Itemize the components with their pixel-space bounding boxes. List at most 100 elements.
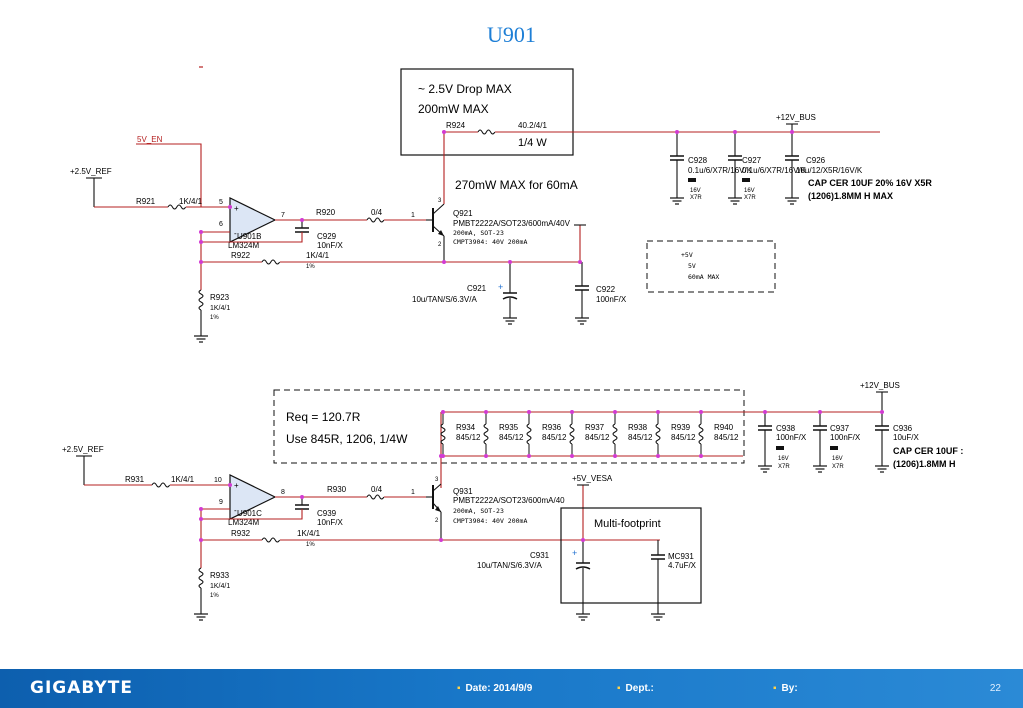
c926-label: C926 bbox=[806, 156, 826, 165]
resistor-label: R939 bbox=[671, 423, 691, 432]
schematic-diagram: ~ 2.5V Drop MAX 200mW MAX R924 40.2/4/1 … bbox=[62, 66, 963, 621]
junction-node bbox=[613, 410, 617, 414]
capacitor-c926 bbox=[784, 132, 800, 205]
note-line-2: 200mW MAX bbox=[418, 102, 489, 116]
c922-label: C922 bbox=[596, 285, 616, 294]
junction-node bbox=[484, 410, 488, 414]
drop-note-box bbox=[400, 68, 574, 156]
svg-text:+: + bbox=[234, 204, 239, 213]
bus-label-bottom: +12V_BUS bbox=[860, 381, 900, 390]
footer-by: ▪By: bbox=[773, 683, 798, 694]
junction-node bbox=[441, 410, 445, 414]
pin-8: 8 bbox=[281, 489, 285, 496]
c936-value: 10uF/X bbox=[893, 433, 919, 442]
r930-value: 0/4 bbox=[371, 485, 383, 494]
resistor-value: 845/12 bbox=[628, 433, 653, 442]
capacitor-c921 bbox=[502, 262, 518, 325]
mc931-value: 4.7uF/X bbox=[668, 561, 697, 570]
capacitor-c931 bbox=[575, 540, 591, 621]
pin-7: 7 bbox=[281, 212, 285, 219]
q931-part: PMBT2222A/SOT23/600mA/40 bbox=[453, 496, 565, 505]
junction-node bbox=[656, 454, 660, 458]
c939-value: 10nF/X bbox=[317, 518, 343, 527]
r932-label: R932 bbox=[231, 529, 251, 538]
c938-volt: 16V bbox=[778, 456, 789, 462]
junction-node bbox=[527, 410, 531, 414]
r932-value: 1K/4/1 bbox=[297, 529, 321, 538]
footer-date-text: Date: 2014/9/9 bbox=[465, 683, 533, 694]
junction-node bbox=[699, 454, 703, 458]
cap-note-top-2: (1206)1.8MM H MAX bbox=[808, 191, 893, 201]
junction-node bbox=[484, 454, 488, 458]
page-number: 22 bbox=[989, 683, 1001, 694]
resistor-label: R934 bbox=[456, 423, 476, 432]
footer-bar: GIGABYTE ▪Date: 2014/9/9 ▪Dept.: ▪By: 22 bbox=[0, 669, 1023, 708]
resistor-label: R940 bbox=[714, 423, 734, 432]
en-label: 5V_EN bbox=[137, 135, 163, 144]
pin-6: 6 bbox=[219, 221, 223, 228]
page-title: U901 bbox=[487, 22, 536, 47]
power-note: 270mW MAX for 60mA bbox=[455, 178, 578, 192]
c929-label: C929 bbox=[317, 232, 337, 241]
r931-label: R931 bbox=[125, 475, 145, 484]
opamp-u901c bbox=[229, 474, 277, 520]
footer-by-text: By: bbox=[781, 683, 798, 694]
pin-10: 10 bbox=[214, 477, 222, 484]
resistor-value: 845/12 bbox=[585, 433, 610, 442]
junction-nodes-top bbox=[199, 130, 794, 264]
footer-dept: ▪Dept.: bbox=[617, 683, 654, 694]
multi-footprint-label: Multi-footprint bbox=[594, 518, 661, 530]
resistor-r924 bbox=[477, 129, 496, 135]
note-line-1: ~ 2.5V Drop MAX bbox=[418, 82, 512, 96]
c938-dielectric: X7R bbox=[778, 464, 790, 470]
r923-value: 1K/4/1 bbox=[210, 305, 230, 312]
resistor-r920 bbox=[366, 217, 385, 223]
req-line-1: Req = 120.7R bbox=[286, 410, 361, 424]
resistor-r923 bbox=[198, 289, 204, 311]
r933-value: 1K/4/1 bbox=[210, 583, 230, 590]
footer-date: ▪Date: 2014/9/9 bbox=[457, 683, 533, 694]
c927-value: 0.1u/6/X7R/16V/K bbox=[742, 166, 807, 175]
resistor-r922 bbox=[261, 259, 281, 265]
ref-label-bottom: +2.5V_REF bbox=[62, 445, 104, 454]
c926-value: 10u/12/X5R/16V/K bbox=[796, 166, 863, 175]
c928-label: C928 bbox=[688, 156, 708, 165]
u901c-part: LM324M bbox=[228, 518, 259, 527]
supply-note-box bbox=[646, 240, 776, 293]
capacitor-c927 bbox=[727, 132, 743, 205]
svg-text:+: + bbox=[234, 481, 239, 490]
resistor-r933 bbox=[198, 567, 204, 589]
q931-line2: 200mA, SOT-23 bbox=[453, 507, 504, 515]
c928-value: 0.1u/6/X7R/16V/K bbox=[688, 166, 753, 175]
u901b-part: LM324M bbox=[228, 241, 259, 250]
pin-9: 9 bbox=[219, 499, 223, 506]
r933-label: R933 bbox=[210, 571, 230, 580]
resistor-r931 bbox=[151, 482, 171, 488]
c928-volt: 16V bbox=[690, 188, 701, 194]
c937-value: 100nF/X bbox=[830, 433, 861, 442]
r924-value: 40.2/4/1 bbox=[518, 121, 547, 130]
q921-part: PMBT2222A/SOT23/600mA/40V bbox=[453, 219, 571, 228]
supply-note-1: +5V bbox=[681, 251, 693, 259]
c928-dielectric: X7R bbox=[690, 195, 702, 201]
c937-dielectric: X7R bbox=[832, 464, 844, 470]
resistor-value: 845/12 bbox=[714, 433, 739, 442]
q931-pin3: 3 bbox=[435, 477, 439, 483]
c939-label: C939 bbox=[317, 509, 337, 518]
q921-pin2: 2 bbox=[438, 242, 442, 248]
c922-value: 100nF/X bbox=[596, 295, 627, 304]
q931-pin2: 2 bbox=[435, 518, 439, 524]
c931-plus: + bbox=[572, 548, 577, 558]
junction-node bbox=[527, 454, 531, 458]
r922-tol: 1% bbox=[306, 264, 315, 270]
footer-dept-text: Dept.: bbox=[625, 683, 654, 694]
r923-tol: 1% bbox=[210, 315, 219, 321]
q921-line3: CMPT3904: 40V 200mA bbox=[453, 238, 527, 246]
r930-label: R930 bbox=[327, 485, 347, 494]
